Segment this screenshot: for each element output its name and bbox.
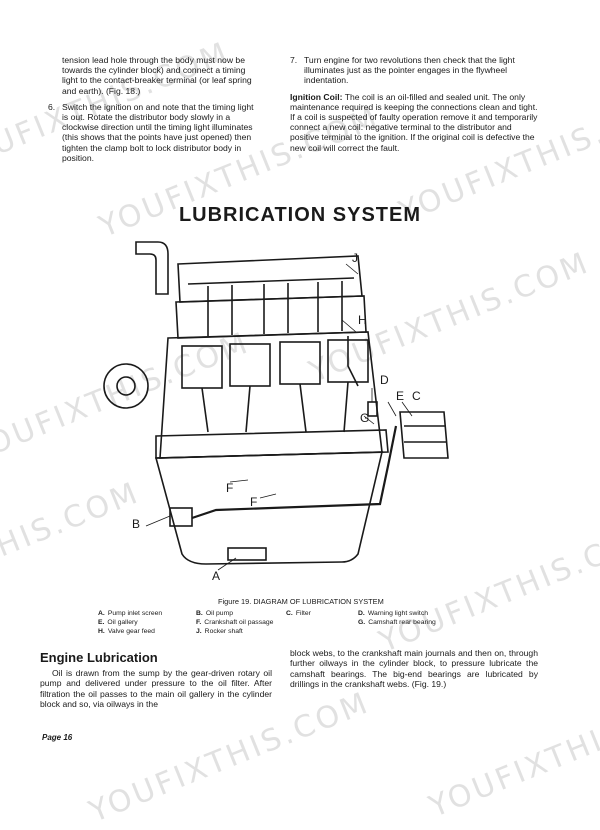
section-title: LUBRICATION SYSTEM bbox=[178, 204, 422, 226]
legend-item: D.Warning light switch bbox=[358, 610, 428, 617]
connecting-rods bbox=[201, 381, 349, 433]
crankshaft bbox=[155, 429, 389, 459]
step-6: 6. Switch the ignition on and note that … bbox=[48, 102, 262, 163]
engine-lubrication-paragraph-right: block webs, to the crankshaft main journ… bbox=[290, 648, 538, 690]
continued-paragraph: tension lead hole through the body must … bbox=[62, 55, 252, 96]
valve-gear bbox=[207, 281, 343, 336]
intake-pipe bbox=[135, 241, 169, 295]
legend-item: G.Camshaft rear bearing bbox=[358, 619, 436, 626]
engine-lubrication-heading: Engine Lubrication bbox=[40, 650, 158, 665]
legend-item: E.Oil gallery bbox=[98, 619, 138, 626]
legend-item: F.Crankshaft oil passage bbox=[196, 619, 274, 626]
pistons bbox=[181, 339, 369, 389]
callout-j: J bbox=[352, 251, 358, 265]
callout-h: H bbox=[358, 313, 367, 327]
legend-item: C.Filter bbox=[286, 610, 311, 617]
lubrication-diagram bbox=[103, 241, 449, 571]
step-6-text: Switch the ignition on and note that the… bbox=[62, 101, 254, 163]
callout-b: B bbox=[132, 517, 141, 531]
figure-caption: Figure 19. DIAGRAM OF LUBRICATION SYSTEM bbox=[218, 597, 384, 606]
warning-light-switch bbox=[367, 401, 378, 417]
callout-g: G bbox=[360, 411, 370, 425]
legend-item: A.Pump inlet screen bbox=[98, 610, 163, 617]
step-7: 7. Turn engine for two revolutions then … bbox=[290, 55, 540, 86]
ignition-coil-heading: Ignition Coil: bbox=[290, 91, 343, 102]
valve-gear-feed bbox=[347, 336, 359, 387]
ignition-coil-paragraph: Ignition Coil: The coil is an oil-filled… bbox=[290, 92, 540, 153]
callout-c: C bbox=[412, 389, 421, 403]
callout-a: A bbox=[212, 569, 221, 583]
legend-item: B.Oil pump bbox=[196, 610, 234, 617]
legend-item: H.Valve gear feed bbox=[98, 628, 155, 635]
callout-e: E bbox=[396, 389, 405, 403]
oil-gallery-line bbox=[191, 425, 398, 520]
sump bbox=[154, 451, 384, 565]
step-7-text: Turn engine for two revolutions then che… bbox=[304, 55, 515, 86]
top-left-column: tension lead hole through the body must … bbox=[48, 55, 262, 169]
oil-filter bbox=[399, 411, 449, 459]
legend-item: J.Rocker shaft bbox=[196, 628, 243, 635]
page-number: Page 16 bbox=[42, 733, 73, 742]
callout-d: D bbox=[380, 373, 389, 387]
rocker-shaft bbox=[187, 277, 355, 285]
cylinder-head bbox=[175, 295, 367, 339]
ignition-coil-text: The coil is an oil-filled and sealed uni… bbox=[290, 91, 538, 153]
engine-lubrication-paragraph-left: Oil is drawn from the sump by the gear-d… bbox=[40, 668, 272, 710]
watermark: YOUFIXTHIS.COM bbox=[424, 680, 600, 825]
top-right-column: 7. Turn engine for two revolutions then … bbox=[290, 55, 540, 153]
callout-f: F bbox=[226, 481, 234, 495]
step-7-number: 7. bbox=[290, 55, 298, 65]
pump-inlet-screen bbox=[227, 547, 267, 561]
front-pulley bbox=[103, 363, 149, 409]
step-6-number: 6. bbox=[48, 101, 56, 112]
callout-f: F bbox=[250, 495, 258, 509]
